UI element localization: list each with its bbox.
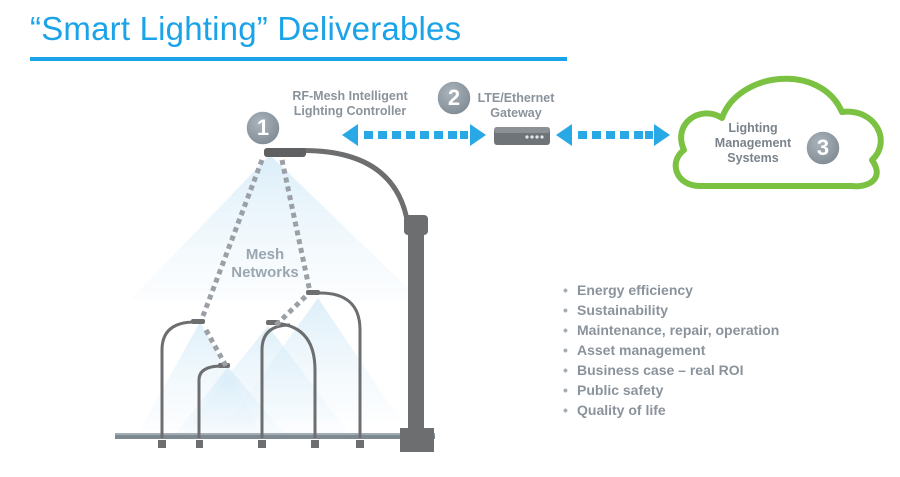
management-label-line1: Lighting — [728, 121, 778, 135]
gateway-label-line1: LTE/Ethernet — [477, 91, 555, 105]
arrow-gateway-cloud — [556, 124, 670, 146]
mesh-networks-label: Mesh Networks — [220, 246, 310, 282]
benefits-list: •Energy efficiency •Sustainability •Main… — [563, 280, 779, 420]
bullet-icon: • — [563, 282, 568, 298]
badge-2-number: 2 — [447, 85, 461, 110]
mesh-label-line1: Mesh — [245, 246, 285, 263]
main-street-light — [264, 148, 434, 452]
gateway-label: LTE/Ethernet Gateway — [470, 91, 562, 121]
management-label-line2: Management — [714, 136, 792, 150]
mesh-links — [200, 159, 313, 368]
controller-label: RF-Mesh Intelligent Lighting Controller — [284, 89, 416, 119]
light-cones — [130, 155, 420, 440]
controller-label-line1: RF-Mesh Intelligent — [292, 89, 408, 103]
list-item: •Energy efficiency — [563, 282, 693, 298]
mesh-label-line2: Networks — [231, 264, 299, 281]
list-item: •Maintenance, repair, operation — [563, 322, 780, 338]
bullet-icon: • — [563, 402, 568, 418]
small-pole-2 — [197, 364, 223, 438]
bullet-icon: • — [563, 302, 568, 318]
badge-1-number: 1 — [256, 115, 270, 140]
list-item: •Quality of life — [563, 402, 666, 418]
page-title: “Smart Lighting” Deliverables — [30, 10, 462, 47]
bullet-icon: • — [563, 342, 568, 358]
arrow-controller-gateway — [342, 124, 486, 146]
list-item: •Sustainability — [563, 302, 669, 318]
gateway-label-line2: Gateway — [490, 106, 542, 120]
management-label-line3: Systems — [727, 151, 779, 165]
small-pole-1 — [160, 320, 196, 438]
street-highlight — [115, 433, 435, 435]
bullet-icon: • — [563, 382, 568, 398]
list-item: •Asset management — [563, 342, 706, 358]
gateway-device-icon — [494, 127, 550, 145]
bullet-icon: • — [563, 322, 568, 338]
link-arrows — [342, 124, 670, 146]
title-underline — [30, 57, 567, 61]
badge-3 — [805, 130, 841, 166]
main-pole-shaft — [408, 230, 424, 430]
small-pole-5 — [317, 291, 362, 438]
badge-1 — [245, 110, 281, 146]
bullet-icon: • — [563, 362, 568, 378]
list-item: •Business case – real ROI — [563, 362, 744, 378]
main-light-cone — [130, 155, 420, 300]
small-pole-bases — [158, 440, 364, 448]
main-lamp-head — [264, 148, 306, 157]
controller-label-line2: Lighting Controller — [293, 104, 407, 118]
street-base — [115, 433, 435, 439]
management-label: Lighting Management Systems — [705, 121, 801, 166]
badge-3-number: 3 — [816, 135, 830, 160]
list-item: •Public safety — [563, 382, 664, 398]
badge-2 — [436, 80, 472, 116]
main-pole-base — [400, 428, 434, 452]
